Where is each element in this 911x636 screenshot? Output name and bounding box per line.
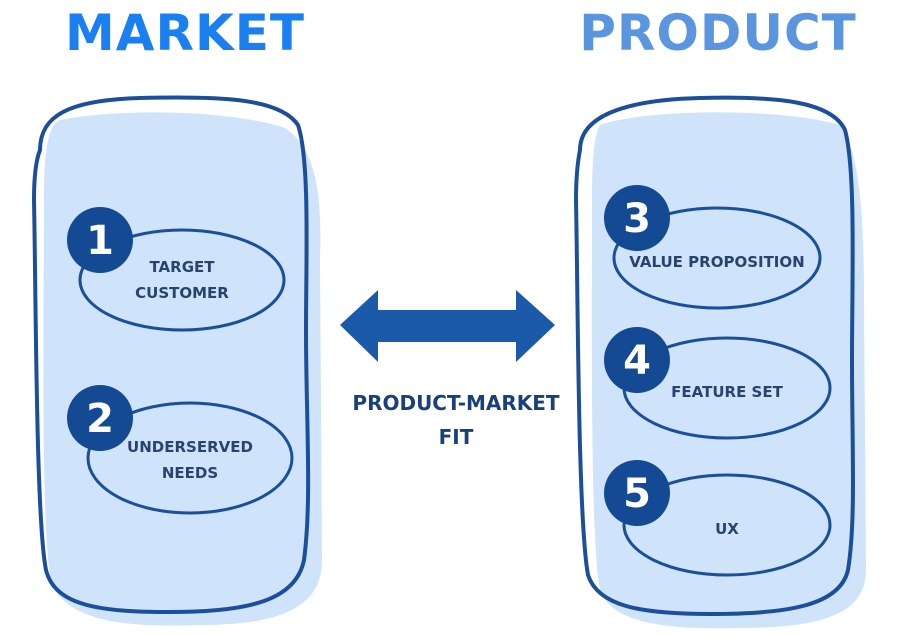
product-item-4-number: 4	[623, 338, 651, 384]
bidirectional-arrow-icon	[340, 290, 555, 362]
product-item-5-number: 5	[623, 471, 651, 517]
product-item-5-number-badge	[604, 460, 670, 526]
product-panel-outline	[574, 95, 855, 616]
market-item-1-number-badge	[67, 207, 133, 273]
market-panel	[32, 95, 323, 626]
market-item-2-ellipse	[86, 401, 294, 515]
fit-label-line-1: PRODUCT-MARKET	[352, 391, 560, 415]
product-heading: PRODUCT	[579, 4, 857, 62]
market-panel-outline	[32, 95, 311, 614]
market-item-2-number-badge	[67, 385, 133, 451]
market-panel-fill	[43, 112, 323, 626]
product-item-5: 5 UX	[604, 460, 832, 577]
product-item-4-number-badge	[604, 327, 670, 393]
product-item-4-label: FEATURE SET	[671, 383, 783, 401]
market-item-1-ellipse	[78, 228, 286, 332]
market-item-2: 2 UNDERSERVED NEEDS	[67, 385, 294, 515]
product-item-5-label: UX	[715, 520, 739, 538]
market-item-2-label-line-2: NEEDS	[162, 464, 218, 482]
market-heading: MARKET	[65, 4, 305, 62]
fit-label-line-2: FIT	[439, 425, 474, 449]
market-item-1-number: 1	[86, 218, 114, 264]
market-item-1: 1 TARGET CUSTOMER	[67, 207, 286, 332]
product-item-3-number-badge	[604, 185, 670, 251]
product-item-5-ellipse	[622, 473, 832, 577]
product-item-3-number: 3	[623, 196, 651, 242]
market-item-2-number: 2	[86, 396, 114, 442]
product-item-4: 4 FEATURE SET	[604, 327, 832, 440]
market-item-1-label-line-1: TARGET	[149, 258, 215, 276]
product-item-3-label: VALUE PROPOSITION	[629, 253, 804, 271]
product-item-3-ellipse	[612, 206, 822, 310]
market-item-1-label-line-2: CUSTOMER	[135, 284, 229, 302]
market-item-2-label-line-1: UNDERSERVED	[127, 438, 253, 456]
product-item-3: 3 VALUE PROPOSITION	[604, 185, 822, 310]
